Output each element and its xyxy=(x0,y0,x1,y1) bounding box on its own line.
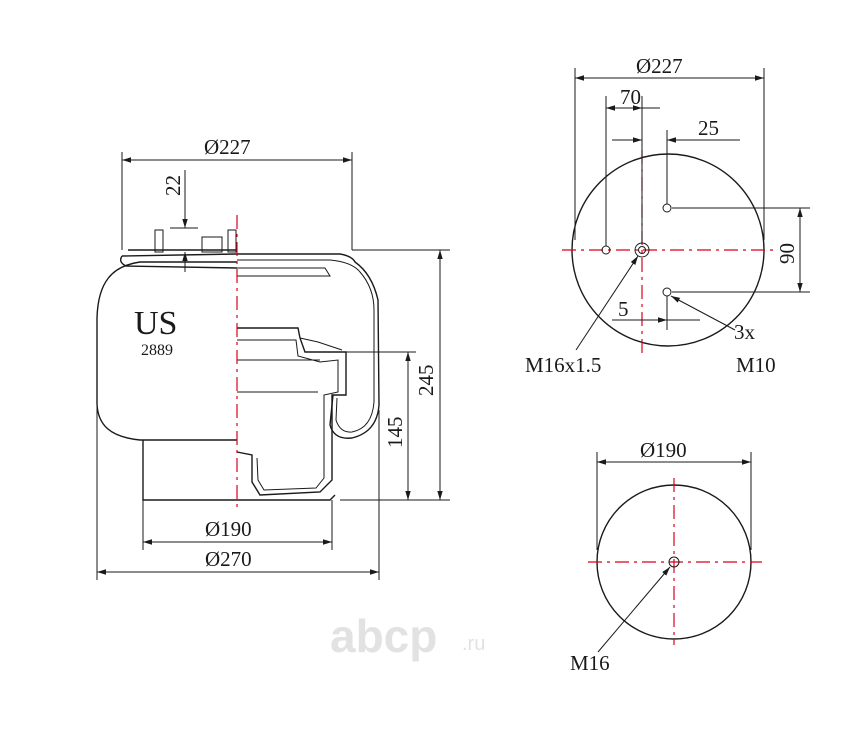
dim-bottom-diameter: Ø190 xyxy=(640,438,687,462)
watermark: abcp .ru xyxy=(330,610,485,662)
section-piston-inner xyxy=(237,339,339,491)
label-bottom-thread: M16 xyxy=(570,651,610,675)
bottom-thread-hole xyxy=(668,556,680,568)
section-piston-ribs xyxy=(237,359,320,393)
leader-bottom-thread xyxy=(597,566,671,653)
dim-bolt-small-offset: 5 xyxy=(618,297,629,321)
dim-total-height: 245 xyxy=(414,365,438,397)
part-number: 2889 xyxy=(141,342,173,359)
top-plate-view: Ø227 70 25 90 5 M16x1.5 3x M10 xyxy=(525,54,810,377)
label-air-fitting: M16x1.5 xyxy=(525,353,601,377)
stud-left xyxy=(154,229,164,253)
dim-bolt-offset: 25 xyxy=(698,116,719,140)
top-plate xyxy=(119,249,238,269)
dim-top-plate-diameter: Ø227 xyxy=(636,54,683,78)
watermark-suffix: .ru xyxy=(462,633,485,655)
side-view: Ø227 22 245 145 Ø190 Ø270 US 2889 xyxy=(96,135,450,580)
section-base xyxy=(237,494,336,501)
leader-air-fitting xyxy=(575,255,639,351)
air-fitting xyxy=(201,236,223,253)
label-bolt-thread: M10 xyxy=(736,353,776,377)
piston-outline xyxy=(142,440,237,501)
stud-right xyxy=(227,229,237,253)
dim-stud-offset: 70 xyxy=(620,85,641,109)
section-top-bead xyxy=(237,267,331,277)
section-piston xyxy=(236,327,347,496)
leader-bolt xyxy=(670,295,736,331)
section-bellows-inner xyxy=(237,259,375,433)
bottom-plate-view: Ø190 M16 xyxy=(570,438,762,675)
dim-bolt-spacing: 90 xyxy=(775,243,799,264)
section-bellows xyxy=(237,253,380,439)
dim-piston-height: 145 xyxy=(383,417,407,449)
dim-stud-height: 22 xyxy=(161,175,185,196)
bolt-hole-lower xyxy=(662,287,672,297)
dim-piston-diameter: Ø190 xyxy=(205,517,252,541)
label-bolt-count: 3x xyxy=(734,320,756,344)
brand-label: US xyxy=(134,305,177,342)
bolt-hole-upper xyxy=(662,203,672,213)
bellows-outline xyxy=(96,261,237,441)
section-lip xyxy=(299,337,343,351)
watermark-main: abcp xyxy=(330,610,437,662)
dim-top-diameter: Ø227 xyxy=(204,135,251,159)
dim-bellows-diameter: Ø270 xyxy=(205,547,252,571)
